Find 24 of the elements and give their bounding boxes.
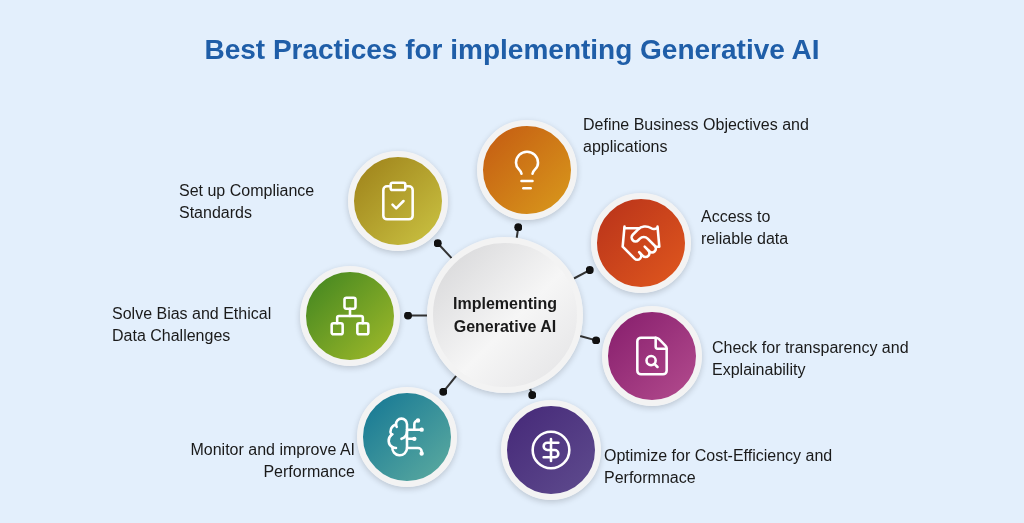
step-label: Define Business Objectives and applications: [583, 115, 810, 157]
connector-line: [404, 311, 428, 320]
step-label: Set up Compliance Standards: [179, 181, 316, 223]
step-label: Access to reliable data: [701, 207, 790, 249]
step-label: Check for transparency and Explainability: [712, 338, 910, 380]
step-label: Solve Bias and Ethical Data Challenges: [112, 304, 273, 346]
title: Best Practices for implementing Generative AI: [203, 34, 821, 66]
step-label: Monitor and improve AI Performance: [189, 440, 355, 482]
connector-line: [439, 374, 458, 396]
connector-line: [572, 266, 594, 280]
step-label: Optimize for Cost-Efficiency and Performnace: [604, 446, 834, 488]
icon-circle: [300, 266, 400, 366]
connector-line: [433, 239, 453, 260]
connector-line: [579, 335, 601, 345]
icon-circle: [602, 306, 702, 406]
icon-circle: [477, 120, 577, 220]
icon-circle: [348, 151, 448, 251]
center-circle: [427, 237, 583, 393]
connector-line: [528, 387, 537, 400]
icon-circle: [591, 193, 691, 293]
icon-circle: [357, 387, 457, 487]
icon-circle: [501, 400, 601, 500]
circle-label: Implementing Generative AI: [452, 293, 558, 337]
connector-line: [514, 223, 523, 239]
